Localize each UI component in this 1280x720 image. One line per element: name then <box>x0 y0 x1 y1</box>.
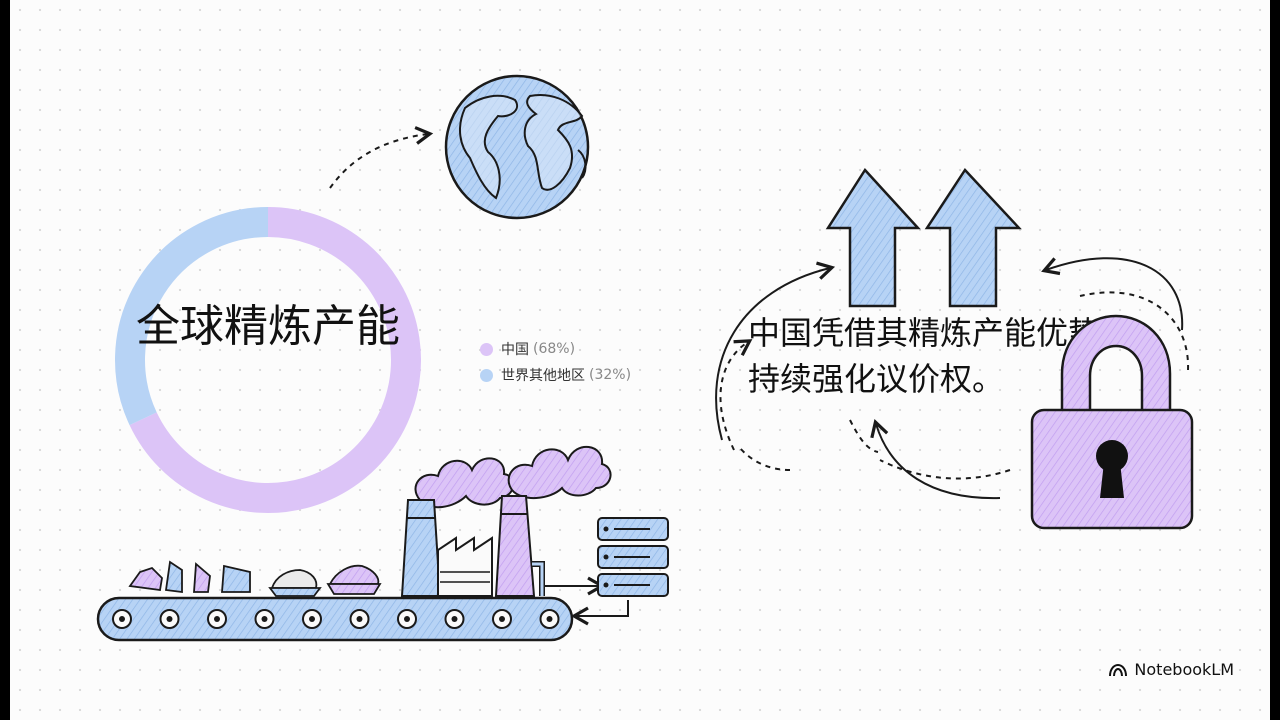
globe-icon <box>444 74 590 220</box>
factory-icon <box>96 445 612 642</box>
illustration-layer <box>96 74 1190 642</box>
conveyor-roller-hub <box>214 616 220 622</box>
conveyor-roller-hub <box>166 616 173 622</box>
conveyor-roller-hub <box>499 616 505 622</box>
notebooklm-logo-icon <box>1109 663 1128 676</box>
chart-legend: 中国 (68%) 世界其他地区 (32%) <box>480 336 631 388</box>
donut-chart <box>115 207 421 513</box>
legend-item-china: 中国 (68%) <box>480 336 631 362</box>
conveyor-roller-hub <box>404 616 410 622</box>
up-arrows-icon <box>825 167 1022 308</box>
legend-label-china: 中国 <box>501 342 529 358</box>
dashed-arrow-to-globe <box>329 126 434 189</box>
chart-title: 全球精炼产能 <box>136 301 400 352</box>
conveyor-roller-hub <box>356 616 363 622</box>
padlock-icon <box>1030 314 1194 530</box>
conveyor-roller-hub <box>546 616 553 622</box>
conveyor-roller-hub <box>119 616 125 622</box>
legend-swatch-china <box>480 342 493 356</box>
conveyor-roller-hub <box>309 616 315 622</box>
donut-slice-rest-of-world <box>115 207 269 426</box>
legend-item-rest-of-world: 世界其他地区 (32%) <box>480 362 631 388</box>
brand-name: NotebookLM <box>1134 660 1234 679</box>
legend-swatch-rest-of-world <box>480 368 493 382</box>
brand-watermark: NotebookLM <box>1108 660 1234 679</box>
server-stack-icon <box>597 517 669 597</box>
legend-label-rest-of-world: 世界其他地区 <box>501 368 585 384</box>
padlock-layer <box>1030 314 1194 530</box>
donut-slice-china <box>129 207 421 513</box>
legend-pct-china: (68%) <box>533 341 576 357</box>
conveyor-roller-hub <box>451 616 458 622</box>
cycle-arrows <box>715 257 1190 500</box>
conveyor-roller-hub <box>261 616 268 622</box>
legend-pct-rest-of-world: (32%) <box>589 367 632 383</box>
slide: 全球精炼产能 中国 (68%) 世界其他地区 (32%) <box>10 0 1270 720</box>
